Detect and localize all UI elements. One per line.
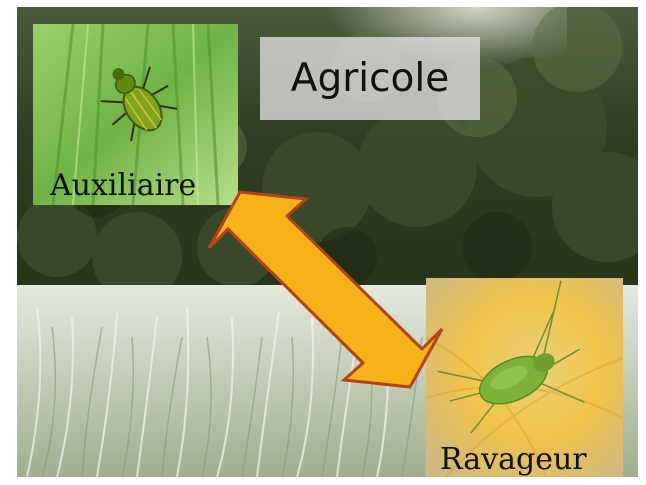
slide: Agricole: [17, 7, 638, 477]
double-arrow-icon: [17, 7, 638, 477]
